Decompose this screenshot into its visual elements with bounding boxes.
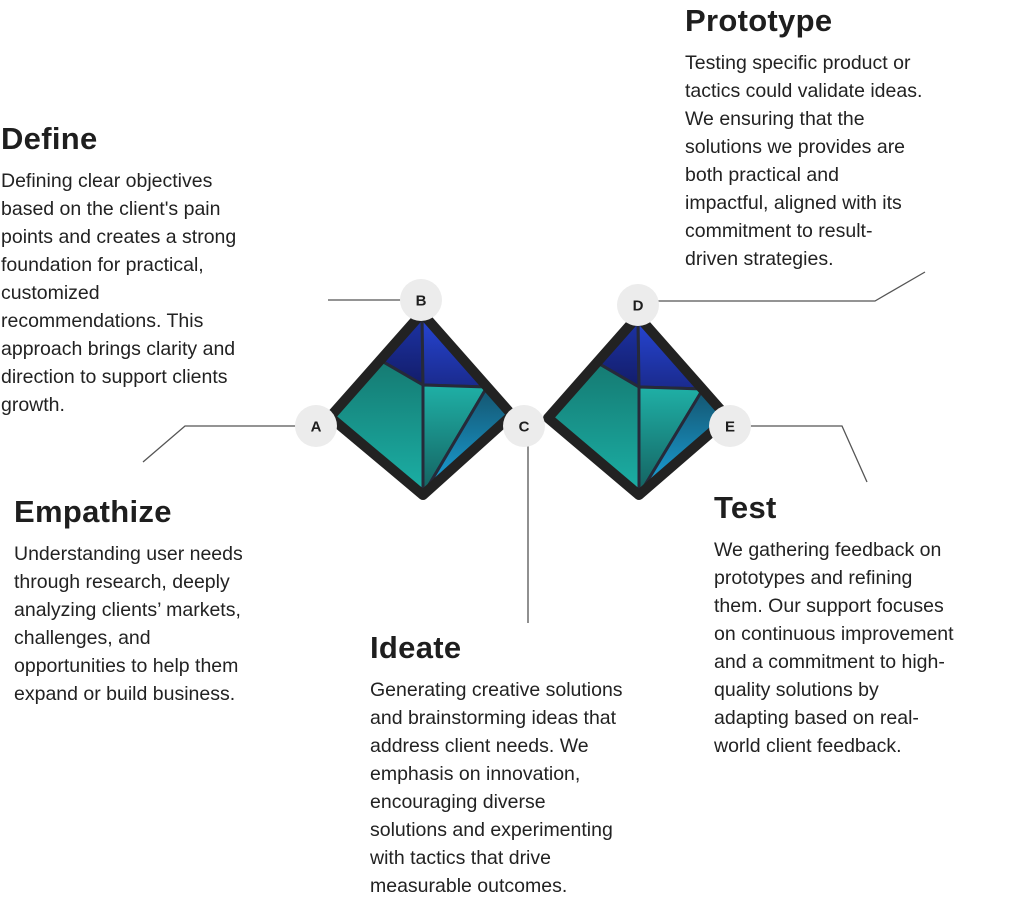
connector-line-e <box>750 425 868 483</box>
stage-ideate: Ideate Generating creative solutions and … <box>370 630 623 900</box>
stage-description-line: driven strategies. <box>685 248 834 270</box>
stage-description-line: emphasis on innovation, <box>370 763 581 785</box>
stage-description-line: them. Our support focuses <box>714 595 944 617</box>
stage-description-line: impactful, aligned with its <box>685 192 902 214</box>
stage-description-line: Defining clear objectives <box>1 170 213 192</box>
marker-e: E <box>709 405 751 447</box>
stage-description-line: adapting based on real- <box>714 707 919 729</box>
right-gem-icon <box>543 311 733 500</box>
connector-line-d <box>657 271 926 302</box>
stage-title: Empathize <box>14 494 172 529</box>
stage-description-line: direction to support clients <box>1 366 228 388</box>
stage-description-line: address client needs. We <box>370 735 589 757</box>
stage-description-line: customized <box>1 282 100 304</box>
stage-description-line: expand or build business. <box>14 683 236 705</box>
stage-description-line: world client feedback. <box>714 735 902 757</box>
stage-description-line: measurable outcomes. <box>370 875 568 897</box>
marker-d: D <box>617 284 659 326</box>
svg-text:C: C <box>519 419 530 436</box>
stage-define: Define Defining clear objectives based on… <box>1 121 236 419</box>
stage-description-line: prototypes and refining <box>714 567 913 589</box>
stage-description-line: encouraging diverse <box>370 791 546 813</box>
stage-description-line: quality solutions by <box>714 679 879 701</box>
stage-description-line: tactics could validate ideas. <box>685 80 923 102</box>
stage-description-line: foundation for practical, <box>1 254 204 276</box>
stage-description-line: and brainstorming ideas that <box>370 707 617 729</box>
left-gem-icon <box>325 308 517 500</box>
stage-description-line: growth. <box>1 394 65 416</box>
marker-b: B <box>400 279 442 321</box>
stage-title: Prototype <box>685 3 833 38</box>
stage-description-line: points and creates a strong <box>1 226 237 248</box>
stage-description-line: solutions and experimenting <box>370 819 613 841</box>
stage-description-line: analyzing clients’ markets, <box>14 599 241 621</box>
stage-description-line: challenges, and <box>14 627 151 649</box>
svg-text:B: B <box>416 293 427 310</box>
marker-c: C <box>503 405 545 447</box>
stage-description-line: solutions we provides are <box>685 136 906 158</box>
stage-test: Test We gathering feedback on prototypes … <box>714 490 954 760</box>
svg-text:D: D <box>633 298 644 315</box>
stage-title: Define <box>1 121 98 156</box>
stage-prototype: Prototype Testing specific product or tac… <box>685 3 922 273</box>
stage-title: Ideate <box>370 630 462 665</box>
stage-description-line: based on the client's pain <box>1 198 221 220</box>
stage-description-line: We gathering feedback on <box>714 539 942 561</box>
svg-text:A: A <box>311 419 322 436</box>
stage-description-line: recommendations. This <box>1 310 204 332</box>
stage-description-line: with tactics that drive <box>370 847 551 869</box>
stage-description-line: Testing specific product or <box>685 52 911 74</box>
stage-description-line: on continuous improvement <box>714 623 954 645</box>
stage-description-line: We ensuring that the <box>685 108 865 130</box>
stage-description-line: approach brings clarity and <box>1 338 236 360</box>
stage-description-line: Generating creative solutions <box>370 679 623 701</box>
marker-a: A <box>295 405 337 447</box>
stage-empathize: Empathize Understanding user needs throug… <box>14 494 243 708</box>
connector-line-a <box>142 425 297 463</box>
stage-description-line: and a commitment to high- <box>714 651 945 673</box>
stage-description-line: opportunities to help them <box>14 655 239 677</box>
stage-description-line: commitment to result- <box>685 220 873 242</box>
svg-text:E: E <box>725 419 735 436</box>
stage-description-line: Understanding user needs <box>14 543 243 565</box>
stage-title: Test <box>714 490 777 525</box>
stage-description-line: both practical and <box>685 164 839 186</box>
stage-description-line: through research, deeply <box>14 571 230 593</box>
